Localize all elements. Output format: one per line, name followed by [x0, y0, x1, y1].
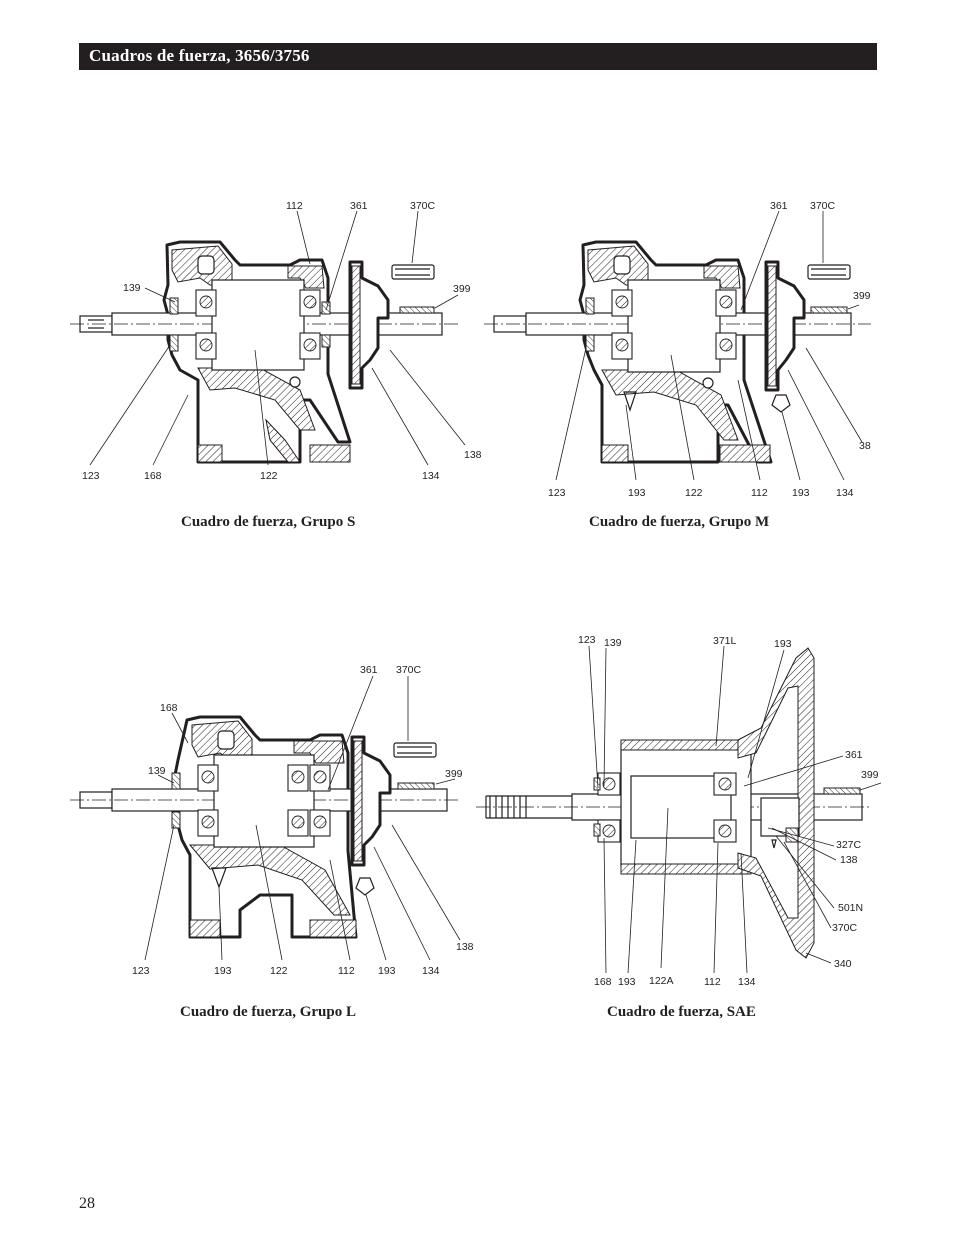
callout-399: 399: [453, 283, 471, 295]
callout-501n: 501N: [838, 902, 863, 914]
callout-370c: 370C: [810, 200, 836, 212]
power-frame-group-m-drawing: 361 370C 399 38 123 193 122 112 193 134: [484, 200, 871, 499]
caption-group-s: Cuadro de fuerza, Grupo S: [181, 514, 356, 530]
callout-139: 139: [604, 637, 622, 649]
power-frame-sae-drawing: 123 139 371L 193 361 399 327C 138 501N 3…: [476, 634, 882, 988]
caption-group-l: Cuadro de fuerza, Grupo L: [180, 1004, 356, 1020]
callout-122a: 122A: [649, 975, 674, 987]
callout-122: 122: [270, 965, 288, 977]
callout-193: 193: [214, 965, 232, 977]
section-title: Cuadros de fuerza, 3656/3756: [89, 46, 310, 65]
callout-361: 361: [770, 200, 788, 212]
callout-123: 123: [82, 470, 100, 482]
callout-123: 123: [578, 634, 596, 646]
callout-134: 134: [738, 976, 756, 988]
callout-193: 193: [628, 487, 646, 499]
callout-139: 139: [123, 282, 141, 294]
callout-138: 138: [464, 449, 482, 461]
callout-123: 123: [548, 487, 566, 499]
callout-139: 139: [148, 765, 166, 777]
callout-168: 168: [160, 702, 178, 714]
section-header-bar: Cuadros de fuerza, 3656/3756: [79, 43, 877, 70]
callout-361: 361: [845, 749, 863, 761]
callout-138: 138: [840, 854, 858, 866]
caption-sae: Cuadro de fuerza, SAE: [607, 1004, 756, 1020]
callout-340: 340: [834, 958, 852, 970]
callout-134: 134: [836, 487, 854, 499]
callout-122: 122: [685, 487, 703, 499]
callout-168: 168: [594, 976, 612, 988]
callout-112: 112: [751, 487, 768, 499]
callout-327c: 327C: [836, 839, 862, 851]
callout-361: 361: [350, 200, 368, 212]
callout-193b: 193: [618, 976, 636, 988]
callout-138: 138: [456, 941, 474, 953]
caption-group-m: Cuadro de fuerza, Grupo M: [589, 514, 770, 530]
callout-370c: 370C: [396, 664, 422, 676]
callout-112: 112: [704, 976, 721, 988]
callout-112: 112: [338, 965, 355, 977]
callout-399: 399: [853, 290, 871, 302]
callout-399: 399: [861, 769, 879, 781]
callout-370c: 370C: [410, 200, 436, 212]
power-frame-group-s-drawing: 112 361 370C 139 399 123 168 122 134 138: [70, 200, 482, 482]
callout-370c: 370C: [832, 922, 858, 934]
callout-134: 134: [422, 965, 440, 977]
callout-123: 123: [132, 965, 150, 977]
callout-168: 168: [144, 470, 162, 482]
power-frame-group-l-drawing: 361 370C 168 139 399 138 123 193 122 112…: [70, 664, 474, 977]
callout-361: 361: [360, 664, 378, 676]
callout-134: 134: [422, 470, 440, 482]
callout-122: 122: [260, 470, 278, 482]
callout-193b: 193: [792, 487, 810, 499]
callout-112: 112: [286, 200, 303, 212]
callout-193: 193: [774, 638, 792, 650]
callout-371l: 371L: [713, 635, 737, 647]
callout-193b: 193: [378, 965, 396, 977]
page-number: 28: [79, 1195, 95, 1212]
callout-399: 399: [445, 768, 463, 780]
callout-38: 38: [859, 440, 871, 452]
